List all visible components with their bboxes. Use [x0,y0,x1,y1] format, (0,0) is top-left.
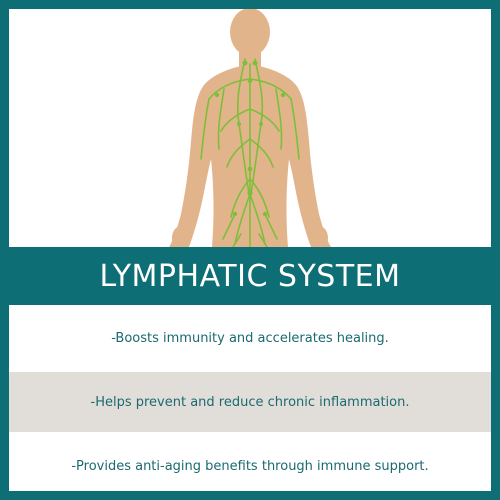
benefit-row: -Provides anti-aging benefits through im… [9,432,491,491]
lymph-nodes [214,60,286,217]
title-banner: LYMPHATIC SYSTEM [9,247,491,305]
benefit-row: -Helps prevent and reduce chronic inflam… [9,372,491,432]
page-title: LYMPHATIC SYSTEM [99,258,401,294]
human-body-figure [169,9,331,247]
benefit-text-anti-aging: -Provides anti-aging benefits through im… [71,458,429,474]
benefit-text-inflammation: -Helps prevent and reduce chronic inflam… [90,394,410,410]
benefit-text-immunity: -Boosts immunity and accelerates healing… [111,331,389,346]
body-illustration [9,9,491,247]
benefit-row: -Boosts immunity and accelerates healing… [9,305,491,372]
